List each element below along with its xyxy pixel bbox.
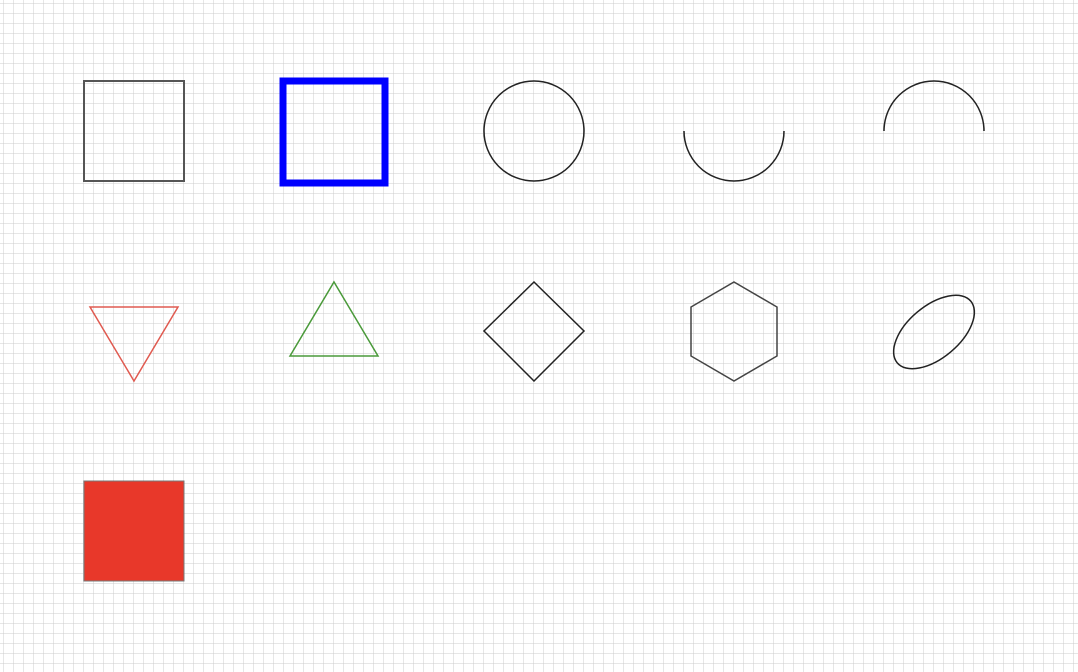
circle-outline [483, 80, 585, 182]
square-outline-gray [83, 80, 185, 182]
triangle-up-green [288, 280, 380, 357]
semicircle-bottom-arc [683, 130, 785, 182]
triangle-down-red [88, 306, 180, 383]
square-filled-red [83, 480, 185, 582]
square-outline-blue-thick [279, 77, 389, 187]
semicircle-top-arc [883, 80, 985, 132]
rotated-ellipse-outline [892, 294, 976, 370]
hexagon-outline [690, 281, 778, 382]
diamond-outline [482, 280, 586, 383]
